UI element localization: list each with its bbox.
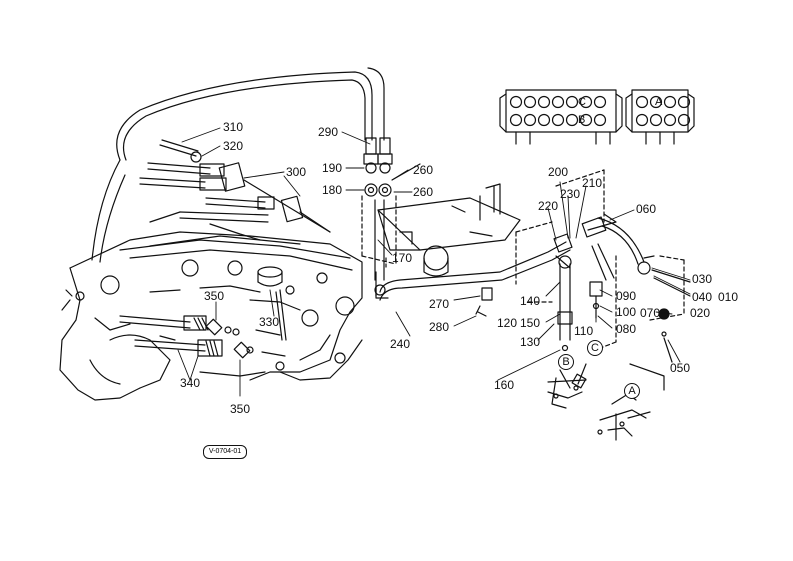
part-number-190: 190: [322, 161, 343, 175]
clamp-details: [547, 363, 665, 441]
part-number-320: 320: [223, 139, 244, 153]
glow-plugs-upper: [139, 139, 331, 241]
panel-bulb: [663, 113, 677, 127]
part-number-230: 230: [560, 187, 581, 201]
panel-bulb: [565, 113, 579, 127]
part-number-170: 170: [392, 251, 413, 265]
panel-bulb: [551, 113, 565, 127]
part-number-130: 130: [520, 335, 541, 349]
panel-bulb: [649, 95, 663, 109]
panel-bulb: [649, 113, 663, 127]
part-number-140: 140: [520, 294, 541, 308]
panel-bulb: [635, 95, 649, 109]
part-number-080: 080: [616, 322, 637, 336]
panel-bulb: [565, 95, 579, 109]
part-number-150: 150: [520, 316, 541, 330]
part-number-200: 200: [548, 165, 569, 179]
panel-label-a: A: [655, 96, 663, 108]
panel-bulb: [677, 113, 691, 127]
part-number-160: 160: [494, 378, 515, 392]
part-number-120: 120: [497, 316, 518, 330]
part-number-350: 350: [230, 402, 251, 416]
panel-label-b: B: [578, 114, 586, 126]
part-number-110: 110: [574, 324, 594, 338]
panel-bulb: [523, 95, 537, 109]
glow-wire-loop: [91, 67, 385, 263]
glow-plugs-lower: [119, 266, 287, 359]
part-number-210: 210: [582, 176, 603, 190]
part-number-030: 030: [692, 272, 713, 286]
part-number-270: 270: [429, 297, 450, 311]
part-number-090: 090: [616, 289, 637, 303]
part-number-060: 060: [636, 202, 657, 216]
part-number-050: 050: [670, 361, 691, 375]
part-number-260: 260: [413, 163, 434, 177]
callout-c: C: [587, 340, 603, 356]
part-number-330: 330: [259, 315, 280, 329]
panel-bulb: [635, 113, 649, 127]
panel-bulb: [579, 113, 593, 127]
part-number-240: 240: [390, 337, 411, 351]
reference-code: V-0704-01: [203, 445, 247, 459]
right-valves: [527, 213, 691, 389]
panel-bulb: [523, 113, 537, 127]
part-number-280: 280: [429, 320, 450, 334]
engine-block: [59, 231, 363, 401]
panel-bulb: [593, 95, 607, 109]
panel-bulb: [537, 95, 551, 109]
panel-bulb: [663, 95, 677, 109]
panel-bulb: [509, 113, 523, 127]
panel-bulb: [537, 113, 551, 127]
callout-a: A: [624, 383, 640, 399]
indicator-panel: [499, 89, 695, 145]
panel-bulb: [579, 95, 593, 109]
part-number-350: 350: [204, 289, 225, 303]
part-number-290: 290: [318, 125, 339, 139]
part-number-100: 100: [616, 305, 637, 319]
panel-bulb: [551, 95, 565, 109]
callout-b: B: [558, 354, 574, 370]
panel-bulb: [677, 95, 691, 109]
part-number-020: 020: [690, 306, 711, 320]
part-number-180: 180: [322, 183, 343, 197]
part-number-260: 260: [413, 185, 434, 199]
part-number-010: 010: [718, 290, 739, 304]
part-number-220: 220: [538, 199, 559, 213]
part-number-340: 340: [180, 376, 201, 390]
part-number-310: 310: [223, 120, 244, 134]
panel-bulb: [593, 113, 607, 127]
part-number-040: 040: [692, 290, 713, 304]
leader-lines: [177, 127, 691, 397]
valve-block: [361, 137, 605, 317]
part-number-070: 070: [640, 306, 661, 320]
panel-label-c: C: [578, 96, 586, 108]
part-number-300: 300: [286, 165, 307, 179]
panel-bulb: [509, 95, 523, 109]
